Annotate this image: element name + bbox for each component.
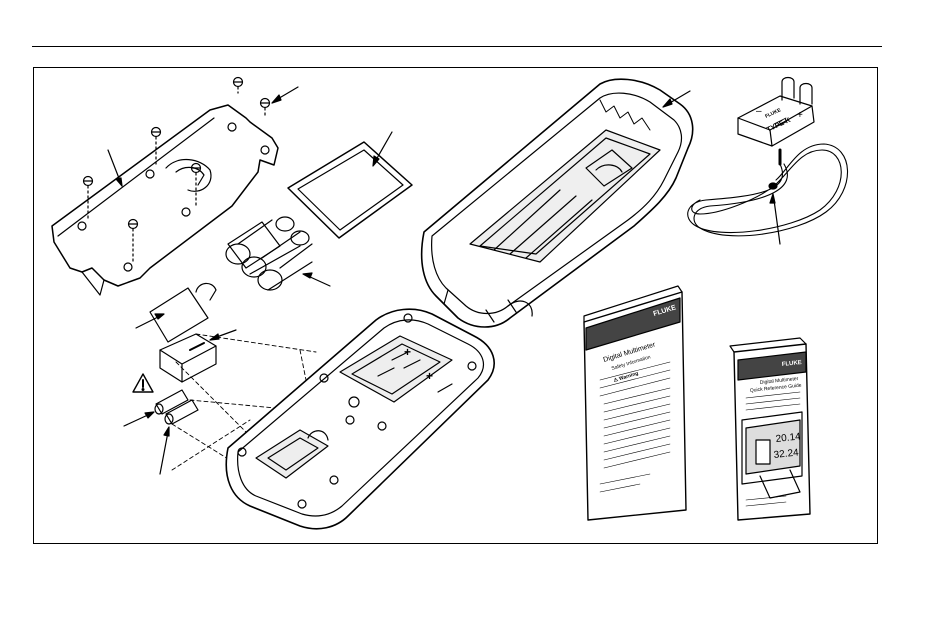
holster	[422, 79, 693, 327]
probe-plus-label: +	[797, 110, 803, 121]
fuse-cover	[160, 330, 236, 382]
thermocouple-probe	[688, 78, 848, 245]
probe-minus-label: –	[756, 106, 762, 117]
svg-text:+: +	[404, 345, 411, 359]
battery-door	[52, 105, 278, 295]
safety-booklet	[584, 286, 686, 520]
batteries	[226, 217, 330, 290]
fuses	[124, 390, 198, 474]
svg-text:+: +	[426, 369, 433, 383]
warning-triangle-icon	[133, 374, 153, 392]
tilt-bail	[136, 283, 216, 342]
gasket	[288, 132, 412, 238]
meter-back: + +	[226, 309, 494, 529]
